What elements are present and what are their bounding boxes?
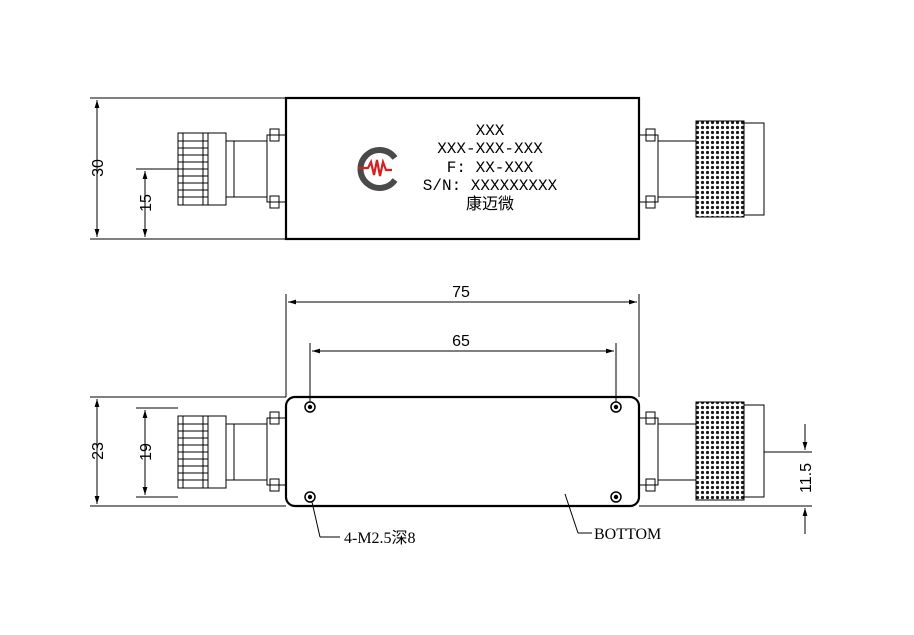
callout-bottom: BOTTOM: [564, 493, 661, 543]
dim-top-height: 30: [90, 97, 286, 240]
top-view: XXX XXX-XXX-XXX F: XX-XXX S/N: XXXXXXXXX…: [90, 96, 765, 241]
dim-length: 75: [285, 284, 640, 397]
dim-top-connector: 15: [136, 168, 178, 237]
callout-bottom-text: BOTTOM: [594, 526, 661, 543]
hole-bottom-right: [610, 491, 622, 503]
dim-bottom-height: 23: [90, 396, 286, 507]
mounting-holes: [304, 401, 622, 503]
dim-23: 23: [90, 442, 107, 460]
label-line-3: F: XX-XXX: [447, 159, 534, 177]
dim-15: 15: [138, 194, 155, 212]
dim-hole-spacing: 65: [309, 333, 617, 402]
hole-bottom-left: [304, 491, 316, 503]
label-line-1: XXX: [476, 122, 505, 140]
label-line-2: XXX-XXX-XXX: [437, 140, 543, 158]
knurl-nut-bottom: [695, 401, 745, 501]
knurl-nut-top: [695, 120, 745, 218]
company-logo: [357, 147, 398, 191]
dim-11-5: 11.5: [798, 463, 815, 493]
bottom-left-connector: [177, 411, 287, 492]
product-label: XXX XXX-XXX-XXX F: XX-XXX S/N: XXXXXXXXX…: [423, 122, 558, 213]
dim-19: 19: [138, 443, 155, 461]
bottom-right-connector: [638, 401, 765, 501]
dim-30: 30: [90, 159, 107, 177]
label-line-5: 康迈微: [466, 195, 514, 213]
label-line-4: S/N: XXXXXXXXX: [423, 177, 558, 195]
top-left-connector: [177, 128, 287, 209]
bottom-body: [284, 395, 641, 508]
dim-connector-width: 19: [136, 407, 178, 498]
dim-75: 75: [452, 284, 470, 301]
dim-65: 65: [452, 333, 470, 350]
dim-right-connector-center: 11.5: [639, 424, 815, 534]
callout-holes: 4-M2.5深8: [311, 501, 416, 547]
top-right-connector: [638, 120, 765, 218]
logo-wave: [364, 158, 392, 177]
bottom-view: 75 65 23 19 11.5: [90, 284, 815, 547]
callout-holes-text: 4-M2.5深8: [344, 529, 416, 547]
